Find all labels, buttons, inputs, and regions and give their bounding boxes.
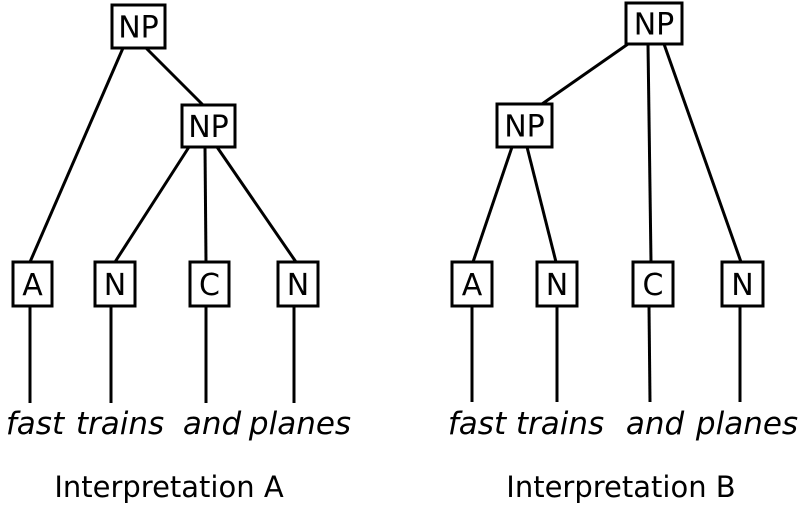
node-box-a	[11, 260, 54, 308]
node-box-np-root	[624, 1, 684, 46]
terminal-word-0: fast	[448, 406, 508, 442]
node-label-n2: N	[287, 268, 309, 303]
tree-edge-np-root-np-inner	[144, 46, 205, 107]
node-label-n1: N	[104, 268, 126, 303]
tree-edge-np-inner-n2	[215, 146, 298, 263]
terminal-word-0: fast	[6, 406, 66, 442]
node-label-n2: N	[731, 268, 753, 303]
node-label-np-root: NP	[118, 11, 159, 46]
node-label-c: C	[643, 268, 664, 303]
node-label-np-inner: NP	[188, 110, 229, 145]
node-box-np-root	[110, 3, 167, 50]
node-box-np-inner	[180, 103, 237, 149]
tree-edge-np-root-a	[28, 47, 125, 263]
node-label-n1: N	[546, 268, 568, 303]
node-label-a: A	[462, 268, 483, 303]
node-box-n2	[720, 260, 765, 308]
terminal-word-3: planes	[248, 406, 351, 442]
tree-edge-np-inner-c	[203, 146, 208, 263]
terminal-word-2: and	[626, 406, 685, 442]
node-box-n1	[93, 260, 137, 308]
node-label-c: C	[199, 268, 220, 303]
node-label-np-root: NP	[634, 8, 675, 43]
terminal-word-3: planes	[695, 406, 798, 442]
node-box-c	[188, 260, 231, 308]
tree-edge-np-root-n2	[662, 43, 743, 263]
tree-edge-np-inner-n1	[113, 146, 191, 263]
terminal-word-2: and	[183, 406, 242, 442]
tree-a-caption: Interpretation A	[54, 470, 284, 504]
node-box-np-inner	[495, 102, 554, 149]
tree-b-caption: Interpretation B	[506, 470, 735, 504]
node-label-np-inner: NP	[504, 110, 545, 145]
tree-edge-np-inner-a	[471, 146, 514, 263]
node-box-a	[450, 260, 494, 308]
terminal-word-1: trains	[76, 406, 164, 442]
node-box-n2	[276, 260, 320, 308]
terminal-stem-2	[647, 305, 652, 403]
node-box-n1	[535, 260, 579, 308]
terminal-word-1: trains	[516, 406, 604, 442]
tree-edge-np-root-np-inner	[541, 42, 629, 106]
node-label-a: A	[22, 268, 43, 303]
tree-edge-np-root-c	[646, 43, 653, 263]
node-box-c	[631, 260, 675, 308]
tree-edge-np-inner-n1	[525, 146, 558, 263]
